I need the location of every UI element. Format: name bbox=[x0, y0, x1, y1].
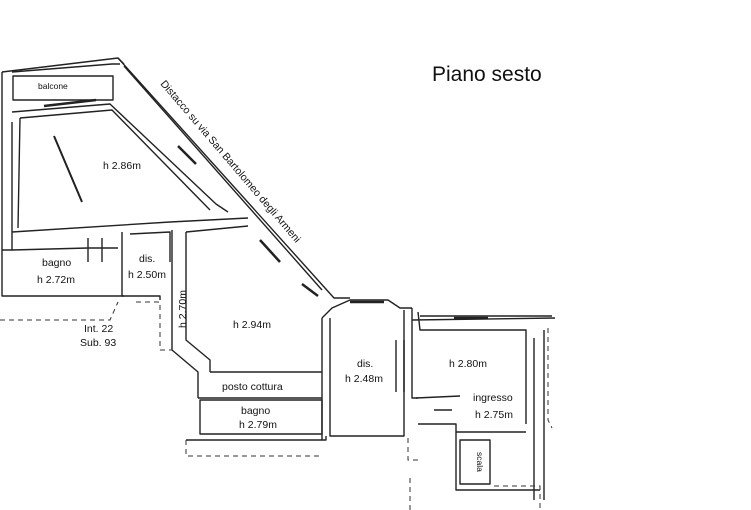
room-right-height: h 2.80m bbox=[449, 358, 487, 370]
scala-outline bbox=[459, 439, 491, 485]
room-balcone: balcone bbox=[38, 81, 68, 91]
room-ingresso-height: h 2.75m bbox=[475, 409, 513, 421]
neighbor-sub: Sub. 93 bbox=[80, 337, 116, 349]
room-dis-center-height: h 2.48m bbox=[345, 373, 383, 385]
room-posto-cottura: posto cottura bbox=[222, 381, 283, 393]
street-note: Distacco su via San Bartolomeo degli Arm… bbox=[158, 78, 303, 245]
room-main-height: h 2.86m bbox=[103, 160, 141, 172]
room-ingresso-name: ingresso bbox=[473, 392, 513, 404]
plan-title: Piano sesto bbox=[432, 63, 542, 86]
room-bagno-left-height: h 2.72m bbox=[37, 274, 75, 286]
room-scala: scala bbox=[475, 452, 485, 472]
balcony-outline bbox=[12, 75, 114, 101]
room-bagno-left-name: bagno bbox=[42, 257, 71, 269]
neighbor-interior: Int. 22 bbox=[84, 323, 113, 335]
room-corridor-height: h 2.70m bbox=[177, 290, 189, 328]
room-large-height: h 2.94m bbox=[233, 319, 271, 331]
room-bagno-right-height: h 2.79m bbox=[239, 419, 277, 431]
neighbor-dashed-lines bbox=[0, 301, 553, 510]
room-bagno-right-name: bagno bbox=[241, 405, 270, 417]
plan-walls bbox=[1, 57, 556, 500]
room-dis-center-name: dis. bbox=[357, 358, 373, 370]
room-dis-left-height: h 2.50m bbox=[128, 269, 166, 281]
room-dis-left-name: dis. bbox=[139, 253, 155, 265]
